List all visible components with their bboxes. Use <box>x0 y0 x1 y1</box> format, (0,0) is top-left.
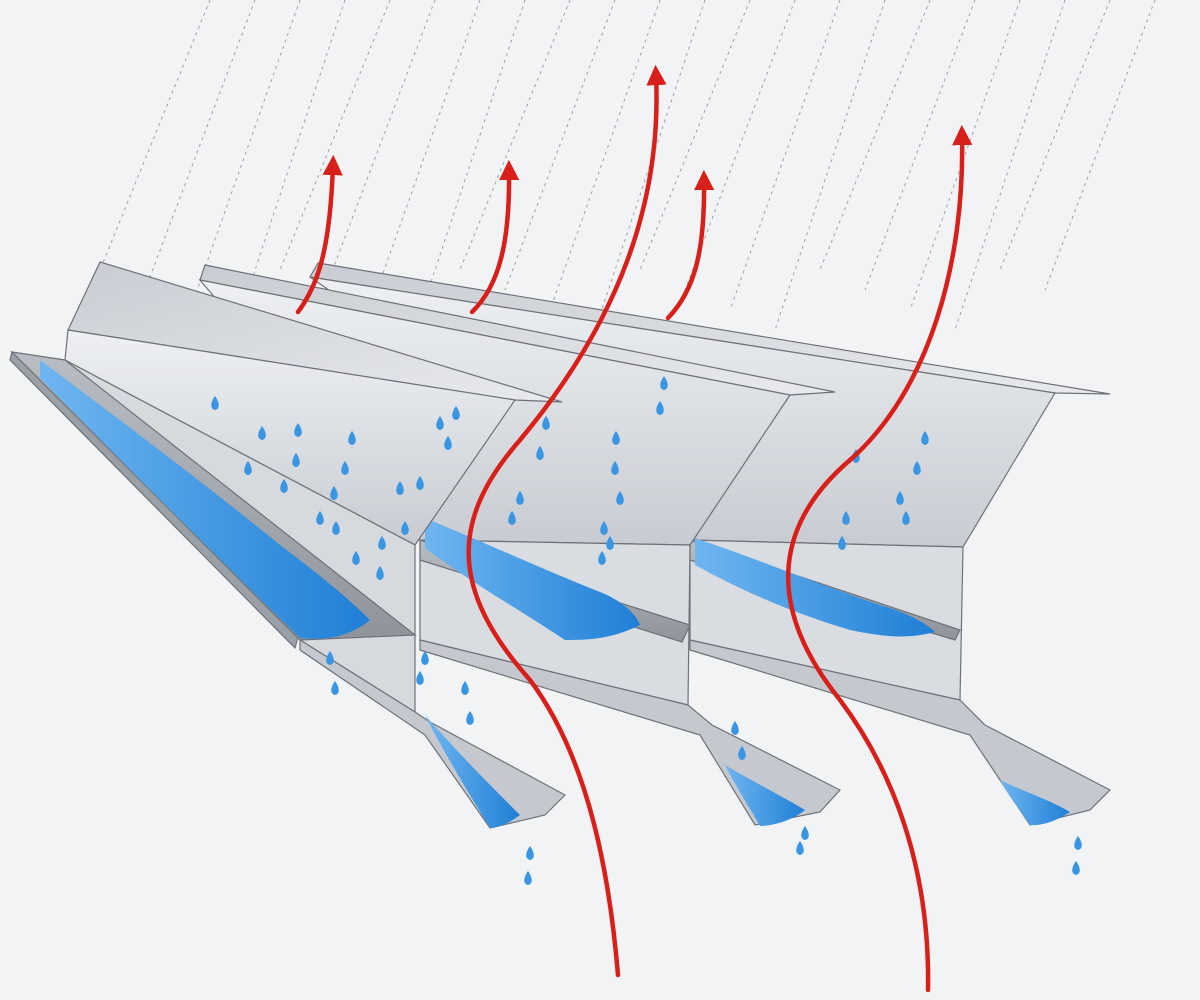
louvre-blades <box>9 261 1112 829</box>
water-droplet-icon <box>436 416 444 430</box>
water-droplet-icon <box>341 461 349 475</box>
water-droplet-icon <box>348 431 356 445</box>
water-droplet-icon <box>352 551 360 565</box>
rain-line-icon <box>819 0 931 271</box>
water-droplet-icon <box>1072 861 1080 875</box>
water-droplet-icon <box>331 681 339 695</box>
airflow-arrows <box>295 64 973 993</box>
water-droplet-icon <box>526 846 534 860</box>
rain-line-icon <box>549 0 661 311</box>
airflow-arrow-icon <box>295 154 343 315</box>
water-droplet-icon <box>280 479 288 493</box>
water-droplet-icon <box>524 871 532 885</box>
water-droplet-icon <box>796 841 804 855</box>
rain-line-icon <box>864 0 976 291</box>
water-droplet-icon <box>921 431 929 445</box>
rain-line-icon <box>594 0 706 331</box>
rain-line-icon <box>504 0 616 291</box>
water-droplet-icon <box>600 521 608 535</box>
blade-1-lower-water <box>425 715 520 828</box>
water-droplet-icon <box>294 423 302 437</box>
water-droplet-icon <box>330 486 338 500</box>
water-droplets <box>211 376 1082 885</box>
water-droplet-icon <box>332 521 340 535</box>
rain-line-icon <box>774 0 886 331</box>
water-droplet-icon <box>902 511 910 525</box>
blade-1-gutter-water <box>40 360 370 639</box>
rain-line-icon <box>729 0 841 311</box>
water-droplet-icon <box>606 536 614 550</box>
rain-line-icon <box>999 0 1111 271</box>
rain-line-icon <box>1044 0 1156 291</box>
water-droplet-icon <box>421 651 429 665</box>
water-droplet-icon <box>211 396 219 410</box>
rain-line-icon <box>324 0 436 291</box>
rain-line-icon <box>459 0 571 271</box>
water-droplet-icon <box>244 461 252 475</box>
water-droplet-icon <box>416 476 424 490</box>
water-droplet-icon <box>444 436 452 450</box>
airflow-arrow-icon <box>665 169 715 321</box>
rain-line-icon <box>99 0 211 271</box>
rain-line-icon <box>279 0 391 271</box>
rain-line-icon <box>189 0 301 311</box>
water-droplet-icon <box>1074 836 1082 850</box>
airflow-arrow-icon <box>469 159 520 315</box>
water-droplet-icon <box>896 491 904 505</box>
rain-line-icon <box>369 0 481 311</box>
rain-lines <box>99 0 1156 331</box>
water-droplet-icon <box>842 511 850 525</box>
water-droplet-icon <box>292 453 300 467</box>
water-droplet-icon <box>913 461 921 475</box>
water-droplet-icon <box>656 401 664 415</box>
water-droplet-icon <box>316 511 324 525</box>
water-droplet-icon <box>401 521 409 535</box>
rain-line-icon <box>414 0 526 331</box>
water-droplet-icon <box>461 681 469 695</box>
blade-1-lower-gutter <box>299 638 566 829</box>
water-droplet-icon <box>516 491 524 505</box>
water-droplet-icon <box>542 416 550 430</box>
water-droplet-icon <box>612 431 620 445</box>
water-droplet-icon <box>378 536 386 550</box>
water-droplet-icon <box>452 406 460 420</box>
rain-line-icon <box>684 0 796 291</box>
water-droplet-icon <box>396 481 404 495</box>
water-droplet-icon <box>536 446 544 460</box>
blade-2-gutter-water <box>425 518 640 640</box>
blade-3-lower-gutter <box>689 639 1112 826</box>
water-droplet-icon <box>660 376 668 390</box>
water-droplet-icon <box>416 671 424 685</box>
rain-line-icon <box>954 0 1066 331</box>
water-droplet-icon <box>376 566 384 580</box>
water-droplet-icon <box>611 461 619 475</box>
water-droplet-icon <box>466 711 474 725</box>
louvre-blade-1 <box>9 261 566 829</box>
blade-3-gutter-water <box>695 538 935 637</box>
water-droplet-icon <box>598 551 606 565</box>
water-droplet-icon <box>801 826 809 840</box>
water-droplet-icon <box>838 536 846 550</box>
water-droplet-icon <box>326 651 334 665</box>
blade-2-lower-water <box>725 765 805 826</box>
water-droplet-icon <box>616 491 624 505</box>
water-droplet-icon <box>731 721 739 735</box>
airflow-arrow-icon <box>466 64 667 978</box>
rain-line-icon <box>909 0 1021 311</box>
water-droplet-icon <box>508 511 516 525</box>
water-droplet-icon <box>738 746 746 760</box>
rain-line-icon <box>144 0 256 291</box>
airflow-arrow-icon <box>785 124 973 993</box>
blade-3-lower-water <box>1000 780 1070 826</box>
water-droplet-icon <box>258 426 266 440</box>
